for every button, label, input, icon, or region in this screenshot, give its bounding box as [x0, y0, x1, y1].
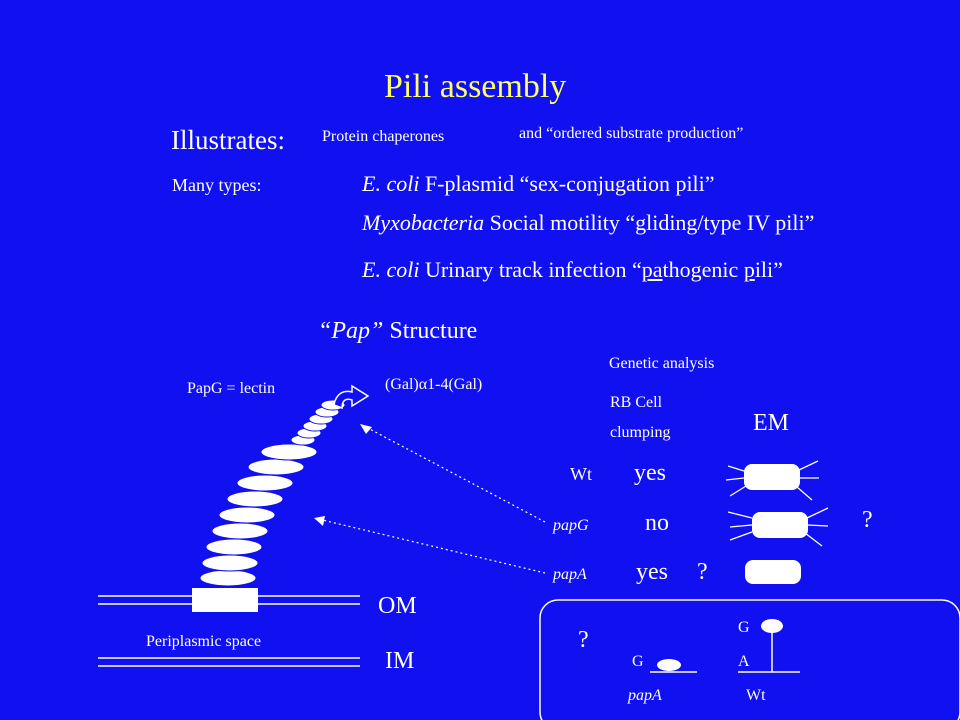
strain-label-papg: papG — [553, 517, 589, 534]
pilus-subunit — [226, 490, 284, 508]
clumping-question-papa: ? — [697, 559, 708, 585]
strain-label-papa: papA — [553, 566, 587, 583]
papg-pointer-line — [363, 425, 546, 523]
underlined-letters: pa — [641, 257, 663, 282]
illustrates-label: Illustrates: — [171, 125, 285, 155]
clumping-result-papg: no — [645, 510, 669, 536]
pilus-subunit — [218, 506, 276, 524]
clumping-result-papa: yes — [636, 559, 668, 585]
inset-question: ? — [578, 627, 589, 653]
papa-pointer-line — [317, 518, 546, 574]
type-line-ecoli-f-plasmid: E. coli F-plasmid “sex-conjugation pili” — [362, 173, 715, 195]
pilus-subunits — [199, 399, 346, 587]
illustrates-item-chaperones: Protein chaperones — [322, 128, 445, 145]
rb-cell-header-line1: RB Cell — [610, 394, 663, 411]
em-question-papg: ? — [862, 507, 873, 533]
binding-arrow — [333, 384, 370, 410]
pilus-subunit — [211, 522, 269, 540]
pilus-subunit — [201, 554, 259, 572]
inset-wt-base: A — [738, 653, 750, 670]
organism-name: E. coli — [362, 171, 420, 196]
type-line-myxobacteria: Myxobacteria Social motility “gliding/ty… — [362, 212, 814, 234]
em-cell-papg — [727, 507, 829, 547]
pilus-subunit — [199, 569, 257, 587]
organism-name: Myxobacteria — [362, 210, 485, 235]
wt-pilus-tip — [761, 619, 783, 633]
em-cell-papg-body — [752, 512, 808, 538]
inset-wt-top: G — [738, 619, 750, 636]
slide-title: Pili assembly — [384, 68, 567, 105]
organism-name: E. coli — [362, 257, 420, 282]
inset-papa-label: papA — [628, 687, 662, 704]
genetic-analysis-heading: Genetic analysis — [609, 355, 715, 372]
papa-pointer-head — [314, 516, 325, 526]
illustrates-item-ordered-substrate: and “ordered substrate production” — [519, 125, 744, 142]
usher-base — [192, 588, 258, 612]
inset-box — [539, 599, 960, 720]
em-cell-papa-body — [745, 560, 801, 584]
outer-membrane-label: OM — [378, 593, 417, 619]
inset-papa-base: G — [632, 653, 644, 670]
many-types-label: Many types: — [172, 175, 262, 195]
inset-wt-label: Wt — [746, 687, 766, 704]
papg-pointer-head — [360, 424, 372, 434]
em-cell-wt — [725, 460, 819, 501]
type-description: F-plasmid “sex-conjugation pili” — [419, 171, 715, 196]
receptor-label: (Gal)α1-4(Gal) — [385, 376, 483, 393]
pilus-subunit — [247, 458, 305, 476]
underlined-letters: p — [743, 257, 755, 282]
papg-lectin-label: PapG = lectin — [187, 380, 276, 397]
pilus-subunit — [236, 474, 294, 492]
em-cell-wt-body — [744, 464, 800, 490]
type-description: Social motility “gliding/type IV pili” — [484, 210, 815, 235]
type-line-ecoli-urinary: E. coli Urinary track infection “pathoge… — [362, 257, 783, 282]
inner-membrane-label: IM — [385, 648, 415, 674]
em-header: EM — [753, 410, 789, 436]
pap-structure-heading: “Pap” Structure — [318, 318, 478, 344]
papa-stub — [657, 659, 681, 671]
rb-cell-header-line2: clumping — [610, 424, 671, 441]
strain-label-wt: Wt — [570, 464, 592, 484]
pilus-subunit — [260, 443, 318, 461]
periplasmic-space-label: Periplasmic space — [146, 633, 262, 650]
clumping-result-wt: yes — [634, 460, 666, 486]
pilus-subunit — [205, 538, 263, 556]
